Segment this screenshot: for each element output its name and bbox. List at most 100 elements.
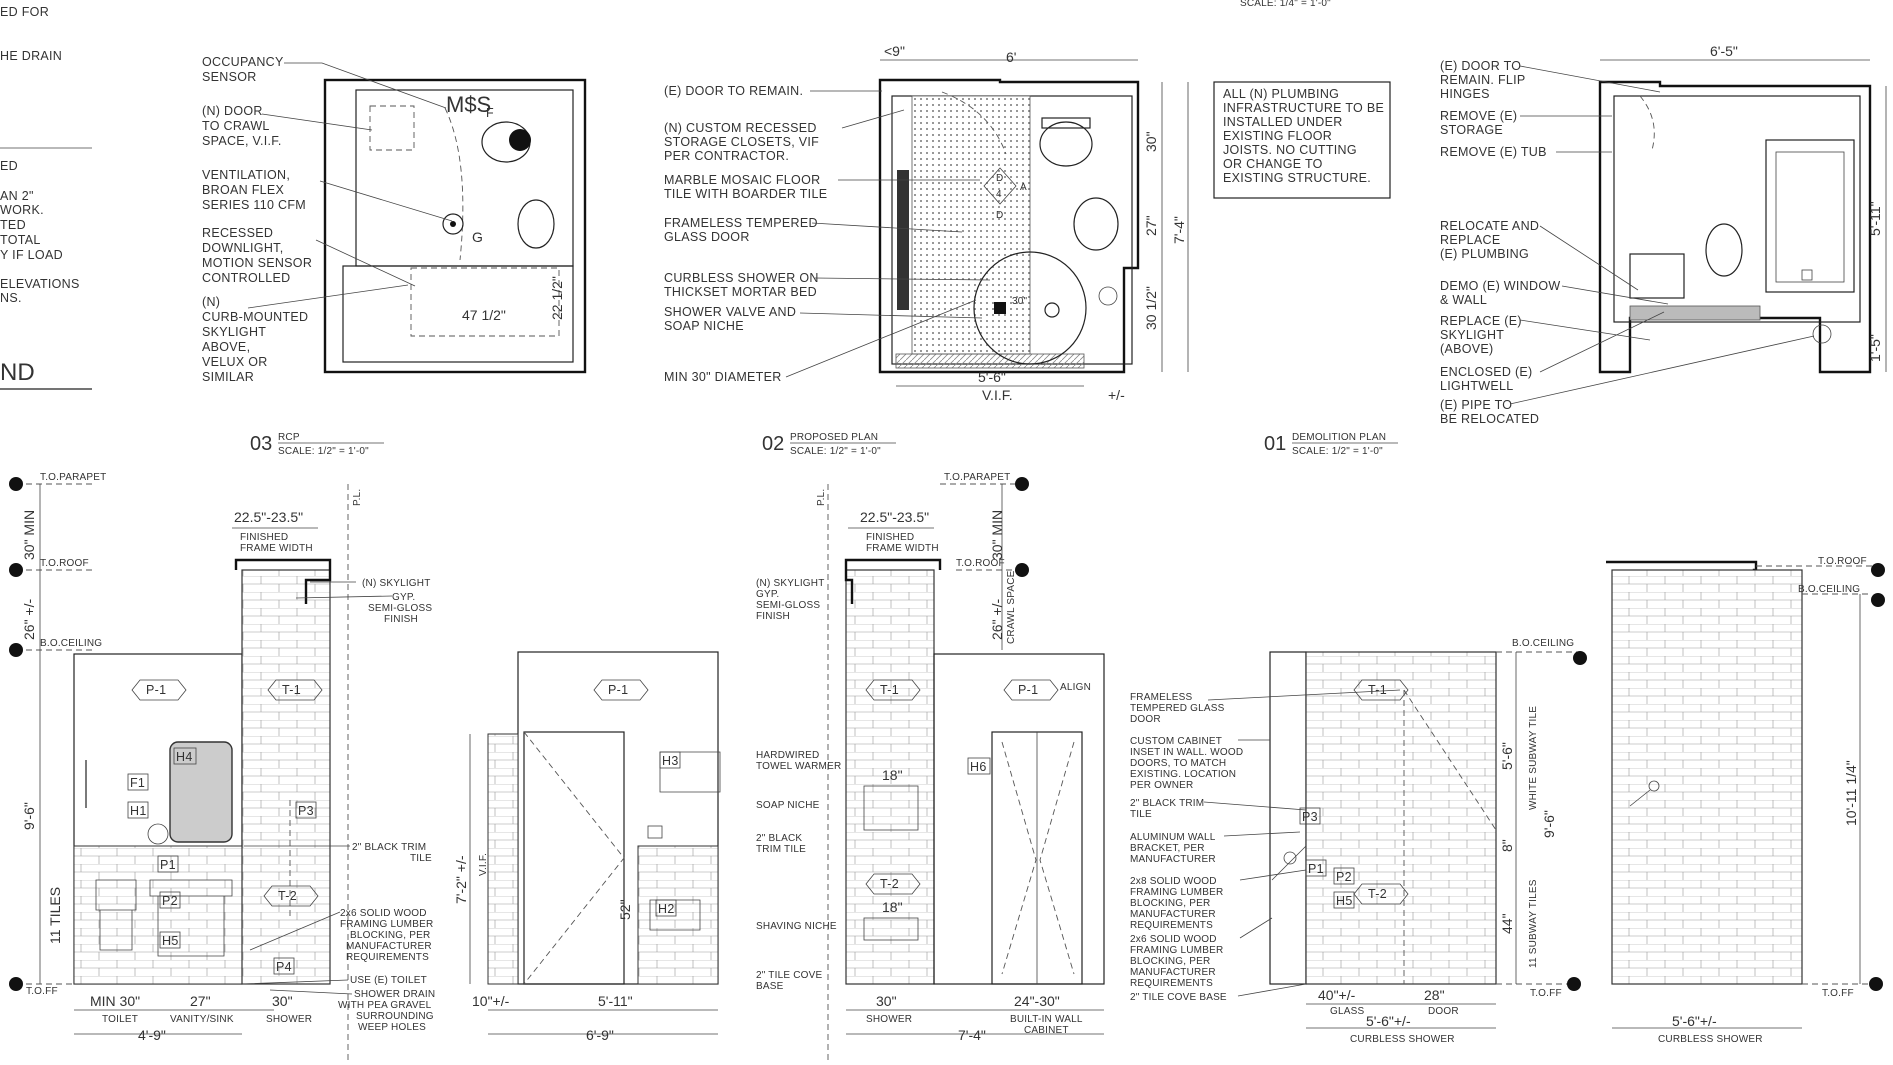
proposed-outer-wall (878, 78, 1140, 374)
existing-toilet (1705, 223, 1743, 277)
elev-c-shower-tile (845, 569, 935, 985)
elev-d-note-line: REQUIREMENTS (1130, 978, 1213, 989)
elev-c-top-dim: 22.5"-23.5" (860, 509, 929, 525)
legend-line: WORK. (0, 203, 44, 217)
elev-a-dim-shower: 30" (272, 993, 293, 1009)
proposed-note-line: CURBLESS SHOWER ON (664, 271, 819, 285)
demo-dim-right-2: 1'-5" (1867, 334, 1883, 362)
proposed-notes: (E) DOOR TO REMAIN. (N) CUSTOM RECESSED … (664, 84, 991, 384)
elev-a-vanity (149, 879, 233, 957)
tub-drain (1801, 269, 1813, 281)
elev-c-align: ALIGN (1060, 682, 1091, 693)
elev-a-note-line: TILE (410, 853, 432, 864)
elev-a-mirror (169, 741, 233, 843)
elev-d-note-line: ALUMINUM WALL (1130, 832, 1216, 843)
level-marker-icon (1871, 563, 1885, 577)
elev-c-label-shower: SHOWER (866, 1014, 912, 1025)
demo-note-line: STORAGE (1440, 123, 1503, 137)
recessed-downlight-icon (442, 213, 464, 235)
plumbing-note-frame (1213, 81, 1391, 199)
demo-note-line: REPLACE (E) (1440, 314, 1522, 328)
tag-frame (593, 679, 649, 701)
motion-switch-label: M$S (446, 92, 491, 117)
elev-c-tag-t2: T-2 (880, 877, 899, 891)
elev-d-note-line: CUSTOM CABINET (1130, 736, 1222, 747)
proposed-leader-lines (785, 90, 991, 378)
level-ff: T.O.FF (26, 986, 58, 997)
rcp-dim-depth: 22 1/2" (549, 276, 565, 320)
elev-c-crawl: CRAWL SPACE (1006, 570, 1017, 644)
ventilation-fan-icon (509, 129, 531, 151)
elev-d-dim-lower: 44" (1499, 913, 1515, 934)
elev-c-pl: P.L. (816, 489, 827, 506)
elev-d-dim-height: 9'-6" (1541, 810, 1557, 838)
elev-b-left-vif: V.I.F. (478, 853, 489, 876)
demo-note-line: REMOVE (E) (1440, 109, 1517, 123)
proposed-door-swing (941, 91, 1007, 155)
elev-b-tag-h2: H2 (658, 902, 675, 916)
demolition-notes: (E) DOOR TO REMAIN. FLIP HINGES REMOVE (… (1440, 59, 1815, 426)
tag-p4: P4 (276, 960, 292, 974)
elev-c-tag-t1: T-1 (880, 683, 899, 697)
elev-e-shower-head (1629, 789, 1651, 807)
elev-a-note-line: USE (E) TOILET (350, 975, 427, 986)
plumbing-note-line: ALL (N) PLUMBING (1223, 87, 1339, 101)
elev-a-dim-tiles: 11 TILES (47, 887, 63, 944)
elev-a-note-line: REQUIREMENTS (346, 952, 429, 963)
elev-a-label-vanity: VANITY/SINK (170, 1014, 234, 1025)
elev-b-dim-width: 5'-11" (598, 993, 633, 1009)
elev-d-note-line: TILE (1130, 809, 1152, 820)
elev-b-note-line: 2" TILE COVE (756, 970, 822, 981)
tag-frame (1299, 807, 1321, 825)
elev-a-shower-tile (241, 569, 331, 985)
dim-right-2: 27" (1143, 215, 1159, 236)
dim-top-small: <9" (884, 43, 905, 59)
dim-bottom-vif: V.I.F. (982, 387, 1013, 403)
elev-a-note-line: WEEP HOLES (358, 1022, 426, 1033)
elev-b-towel-warmer (659, 751, 721, 793)
rcp-note-line: (N) DOOR (202, 104, 263, 118)
elev-c-dim-roof: 26" +/- (989, 599, 1005, 640)
elev-e-total: 5'-6"+/- (1672, 1013, 1717, 1029)
elev-b-right-tile (637, 845, 719, 985)
elev-d-label-lower: 11 SUBWAY TILES (1528, 879, 1539, 968)
elev-d-tag-p1: P1 (1308, 862, 1324, 876)
elev-d-note-line: TEMPERED GLASS (1130, 703, 1225, 714)
elev-d-note-line: DOOR (1130, 714, 1161, 725)
tag-frame (1353, 679, 1409, 701)
elev-d-tag-h5: H5 (1336, 894, 1353, 908)
proposed-view-number: 02 (762, 433, 784, 455)
proposed-view-scale: SCALE: 1/2" = 1'-0" (790, 446, 881, 457)
elev-d-tag-p3: P3 (1302, 810, 1318, 824)
rcp-note-line: VELUX OR (202, 355, 268, 369)
elev-c-top-note: FRAME WIDTH (866, 543, 939, 554)
rcp-dim-width: 47 1/2" (462, 307, 506, 323)
legend-line: ED (0, 159, 18, 173)
elev-b-note-line: 2" BLACK (756, 833, 802, 844)
elev-c-niche-dim-1: 18" (882, 767, 903, 783)
elev-b-note-line: HARDWIRED (756, 750, 819, 761)
rcp-note-line: SENSOR (202, 70, 257, 84)
elev-d-tag-t2: T-2 (1368, 887, 1387, 901)
demo-note-line: REPLACE (1440, 233, 1500, 247)
rcp-note-line: CURB-MOUNTED (202, 310, 308, 324)
demo-window-wall (1629, 305, 1761, 321)
tag-frame (655, 899, 677, 917)
dim-right-1: 30" (1143, 131, 1159, 152)
elev-a-skylight-curb (234, 558, 332, 604)
elev-b-soap-niche (647, 825, 663, 839)
elev-d-dim-upper: 5'-6" (1499, 742, 1515, 770)
rcp-leader-lines (247, 62, 453, 309)
elev-d-note-line: 2x6 SOLID WOOD (1130, 934, 1217, 945)
demolition-top-partial: SCALE: 1/4" = 1'-0" (1240, 0, 1331, 9)
elev-d-note-line: MANUFACTURER (1130, 909, 1216, 920)
proposed-note-line: SOAP NICHE (664, 319, 744, 333)
elev-c-soap-niche (863, 785, 919, 831)
elev-b-dim-offset: 10"+/- (472, 993, 510, 1009)
elev-c-note-line: SEMI-GLOSS (756, 600, 820, 611)
elev-b-note-line: TRIM TILE (756, 844, 806, 855)
elev-c-label-cabinet: BUILT-IN WALL (1010, 1014, 1083, 1025)
level-marker-icon (1567, 977, 1581, 991)
plumbing-note-line: EXISTING STRUCTURE. (1223, 171, 1371, 185)
tag-frame (131, 679, 187, 701)
